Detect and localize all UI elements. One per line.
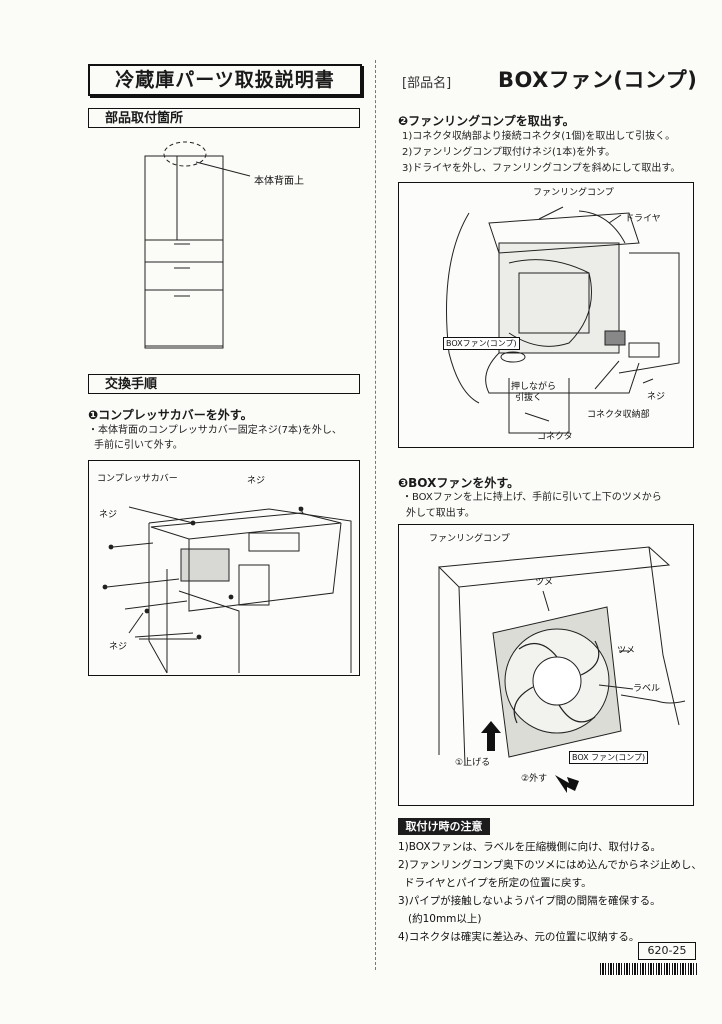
step2-line-2: 2)ファンリングコンプ取付けネジ(1本)を外す。 [402,147,616,158]
location-callout: 本体背面上 [254,176,304,187]
step2-line-1: 1)コネクタ収納部より接続コネクタ(1個)を取出して引抜く。 [402,131,676,142]
step2-connector-label: コネクタ [537,432,573,442]
note-item-2: 2)ファンリングコンプ奥下のツメにはめ込んでからネジ止めし、 [398,859,702,871]
document-code: 620-25 [638,942,696,960]
notes-list: 1)BOXファンは、ラベルを圧縮機側に向け、取付ける。 2)ファンリングコンプ奥… [398,838,702,946]
document-title: 冷蔵庫パーツ取扱説明書 [88,64,362,96]
step2-figure: ファンリングコンプ ドライヤ BOXファン(コンプ) 押しながら 引抜く コネク… [398,182,694,448]
compressor-cover-drawing [102,506,352,674]
step1-screw-left-label: ネジ [99,510,118,520]
step2-push-label: 押しながら [511,382,557,392]
step3-remove-label: ②外す [521,774,548,784]
step3-figure: ファンリングコンプ ツメ ツメ ラベル ①上げる ②外す BOX ファン(コンプ… [398,524,694,806]
location-heading: 部品取付箇所 [88,108,360,128]
column-divider [375,60,376,970]
fan-ring-drawing [446,206,680,434]
step2-title: ❷ファンリングコンプを取出す。 [398,114,575,128]
step3-lift-label: ①上げる [455,758,491,768]
step2-dryer-label: ドライヤ [625,214,661,224]
note-item-3-cont: (約10mm以上) [408,913,482,925]
step1-screw-bottom-label: ネジ [109,642,128,652]
step3-box-fan-label: BOX ファン(コンプ) [569,751,649,764]
step2-pull-label: 引抜く [515,393,543,403]
step3-line-2: 外して取出す。 [406,508,475,519]
step2-screw-label: ネジ [647,392,666,402]
step3-fan-ring-label: ファンリングコンプ [429,534,510,544]
note-item-4: 4)コネクタは確実に差込み、元の位置に収納する。 [398,931,640,943]
step1-cover-label: コンプレッサカバー [97,474,178,484]
step2-fan-ring-label: ファンリングコンプ [533,188,614,198]
step1-line-2: 手前に引いて外す。 [94,440,183,451]
part-name: BOXファン(コンプ) [498,68,698,92]
barcode [600,963,698,975]
step2-connector-store-label: コネクタ収納部 [587,410,650,420]
step1-title: ❶コンプレッサカバーを外す。 [88,408,253,422]
step1-line-1: ・本体背面のコンプレッサカバー固定ネジ(7本)を外し、 [88,425,342,436]
procedure-heading: 交換手順 [88,374,360,394]
step3-title: ❸BOXファンを外す。 [398,476,520,490]
step2-line-3: 3)ドライヤを外し、ファンリングコンプを斜めにして取出す。 [402,163,681,174]
step3-label-label: ラベル [633,684,661,694]
note-item-1: 1)BOXファンは、ラベルを圧縮機側に向け、取付ける。 [398,841,662,853]
box-fan-drawing [437,546,686,793]
step1-screw-top-label: ネジ [247,476,266,486]
step3-line-1: ・BOXファンを上に持上げ、手前に引いて上下のツメから [402,492,662,503]
step3-claw-label: ツメ [535,578,554,588]
notes-heading: 取付け時の注意 [398,818,490,835]
step3-claw2-label: ツメ [617,646,636,656]
note-item-2-cont: ドライヤとパイプを所定の位置に戻す。 [404,877,592,889]
note-item-3: 3)パイプが接触しないようパイプ間の間隔を確保する。 [398,895,661,907]
part-name-label: [部品名] [402,76,452,91]
refrigerator-location-figure [144,141,251,349]
step1-figure: コンプレッサカバー ネジ ネジ ネジ [88,460,360,676]
step2-box-fan-label: BOXファン(コンプ) [443,337,520,350]
